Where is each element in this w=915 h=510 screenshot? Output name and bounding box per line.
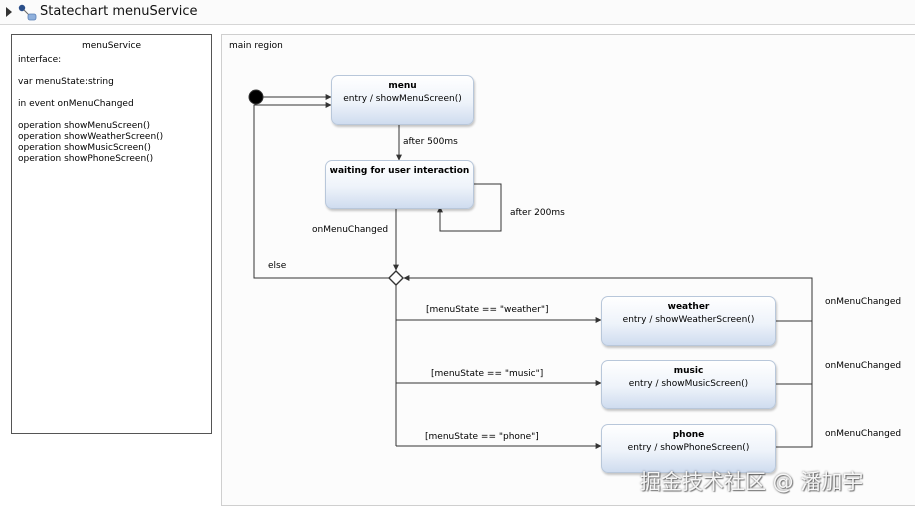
operation-declaration: operation showMusicScreen() xyxy=(18,143,151,153)
event-declaration: in event onMenuChanged xyxy=(18,99,134,109)
transition-label-onmenuchanged: onMenuChanged xyxy=(825,361,902,371)
transition-waiting-self[interactable] xyxy=(437,183,502,232)
guard-label-weather: [menuState == "weather"] xyxy=(426,305,549,315)
state-music[interactable]: music entry / showMusicScreen() xyxy=(601,360,776,409)
guard-label-music: [menuState == "music"] xyxy=(431,369,544,379)
transition-phone-to-choice[interactable] xyxy=(775,384,813,448)
state-entry-action: entry / showMusicScreen() xyxy=(628,379,749,389)
guard-label-phone: [menuState == "phone"] xyxy=(425,432,539,442)
transition-else-to-menu[interactable] xyxy=(253,102,389,279)
page-title: Statechart menuService xyxy=(40,4,198,19)
transition-music-to-choice[interactable] xyxy=(775,321,813,385)
state-name: phone xyxy=(672,430,705,440)
expand-triangle-icon[interactable] xyxy=(6,7,12,17)
statechart-name: menuService xyxy=(82,41,141,51)
state-phone[interactable]: phone entry / showPhoneScreen() xyxy=(601,424,776,473)
transition-label-after-500ms: after 500ms xyxy=(403,137,458,147)
transition-label-onmenuchanged: onMenuChanged xyxy=(825,297,902,307)
state-waiting-for-user-interaction[interactable]: waiting for user interaction xyxy=(325,160,474,209)
operation-declaration: operation showPhoneScreen() xyxy=(18,154,154,164)
statechart-icon xyxy=(18,4,37,21)
operation-declaration: operation showMenuScreen() xyxy=(18,121,151,131)
interface-panel[interactable]: menuService interface: var menuState:str… xyxy=(11,34,212,434)
title-bar: Statechart menuService xyxy=(0,0,915,25)
state-menu[interactable]: menu entry / showMenuScreen() xyxy=(331,75,474,125)
state-entry-action: entry / showMenuScreen() xyxy=(343,94,462,104)
transition-label-onmenuchanged: onMenuChanged xyxy=(312,225,389,235)
state-entry-action: entry / showWeatherScreen() xyxy=(622,315,755,325)
state-entry-action: entry / showPhoneScreen() xyxy=(627,443,750,453)
choice-pseudostate[interactable] xyxy=(388,270,404,286)
state-name: music xyxy=(673,366,704,376)
transition-weather-to-choice[interactable] xyxy=(403,275,813,322)
variable-declaration: var menuState:string xyxy=(18,77,114,87)
transition-label-onmenuchanged: onMenuChanged xyxy=(825,429,902,439)
initial-pseudostate[interactable] xyxy=(248,89,264,105)
transition-label-after-200ms: after 200ms xyxy=(510,208,565,218)
interface-keyword: interface: xyxy=(18,55,62,65)
state-weather[interactable]: weather entry / showWeatherScreen() xyxy=(601,296,776,346)
watermark: 掘金技术社区 @ 潘加宇 xyxy=(640,470,864,494)
region-label: main region xyxy=(229,41,283,51)
state-name: waiting for user interaction xyxy=(329,166,470,176)
state-name: menu xyxy=(388,81,417,91)
transition-label-else: else xyxy=(268,261,287,271)
state-name: weather xyxy=(667,302,710,312)
operation-declaration: operation showWeatherScreen() xyxy=(18,132,164,142)
